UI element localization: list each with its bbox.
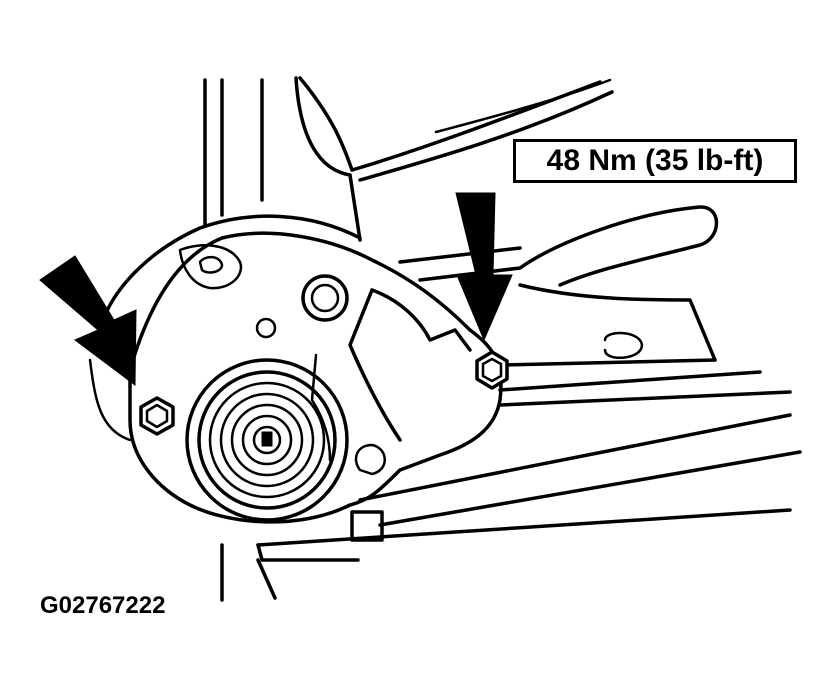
figure-id-label: G02767222 — [40, 592, 166, 619]
torque-spec-callout: 48 Nm (35 lb-ft) — [513, 139, 797, 183]
seat-cushion-frame — [398, 205, 792, 407]
left-bolt — [139, 396, 175, 436]
arrow-down-right-icon — [39, 255, 137, 386]
arrow-down-icon — [455, 192, 513, 342]
seat-back-frame — [203, 76, 614, 242]
right-bolt — [475, 350, 509, 390]
base-bracket — [220, 413, 802, 602]
recliner-plate — [88, 214, 503, 524]
clock-spring-icon — [185, 353, 349, 522]
